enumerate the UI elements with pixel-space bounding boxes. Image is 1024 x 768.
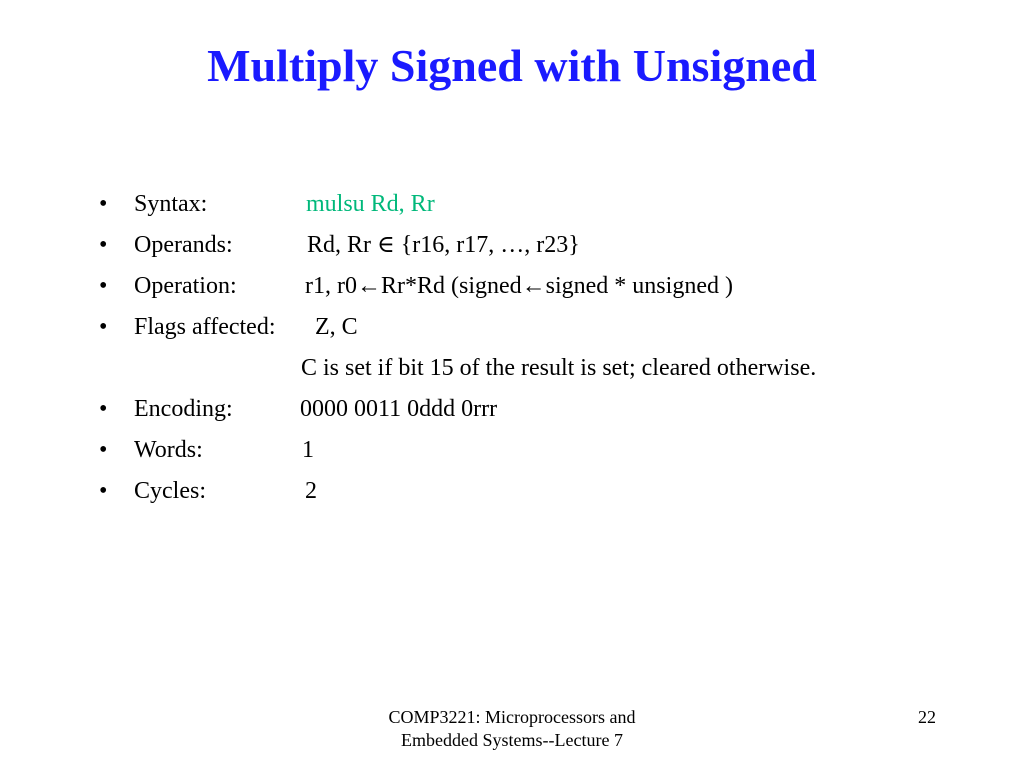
operation-label: Operation: [134,273,237,299]
slide-title: Multiply Signed with Unsigned [207,40,817,91]
bullet-marker: • [99,478,108,504]
page-number: 22 [918,707,936,727]
bullet-marker: • [99,232,108,258]
cycles-label: Cycles: [134,478,206,504]
encoding-label: Encoding: [134,396,233,422]
encoding-value: 0000 0011 0ddd 0rrr [300,396,498,422]
operands-label: Operands: [134,232,233,258]
syntax-label: Syntax: [134,191,208,217]
operands-value: Rd, Rr ∈ {r16, r17, …, r23} [307,232,580,258]
words-value: 1 [302,437,314,463]
footer-line-1: COMP3221: Microprocessors and [388,707,636,727]
bullet-marker: • [99,314,108,340]
cycles-value: 2 [305,478,317,504]
words-label: Words: [134,437,203,463]
bullet-marker: • [99,273,108,299]
flags-label: Flags affected: [134,314,276,340]
slide-footer: COMP3221: Microprocessors and Embedded S… [312,706,712,752]
bullet-marker: • [99,437,108,463]
syntax-value: mulsu Rd, Rr [306,191,435,217]
footer-line-2: Embedded Systems--Lecture 7 [401,730,623,750]
flags-value: Z, C [315,314,358,340]
bullet-marker: • [99,396,108,422]
flags-continuation-text: C is set if bit 15 of the result is set;… [301,355,817,381]
operation-value: r1, r0←Rr*Rd (signed←signed * unsigned ) [305,273,733,299]
bullet-marker: • [99,191,108,217]
